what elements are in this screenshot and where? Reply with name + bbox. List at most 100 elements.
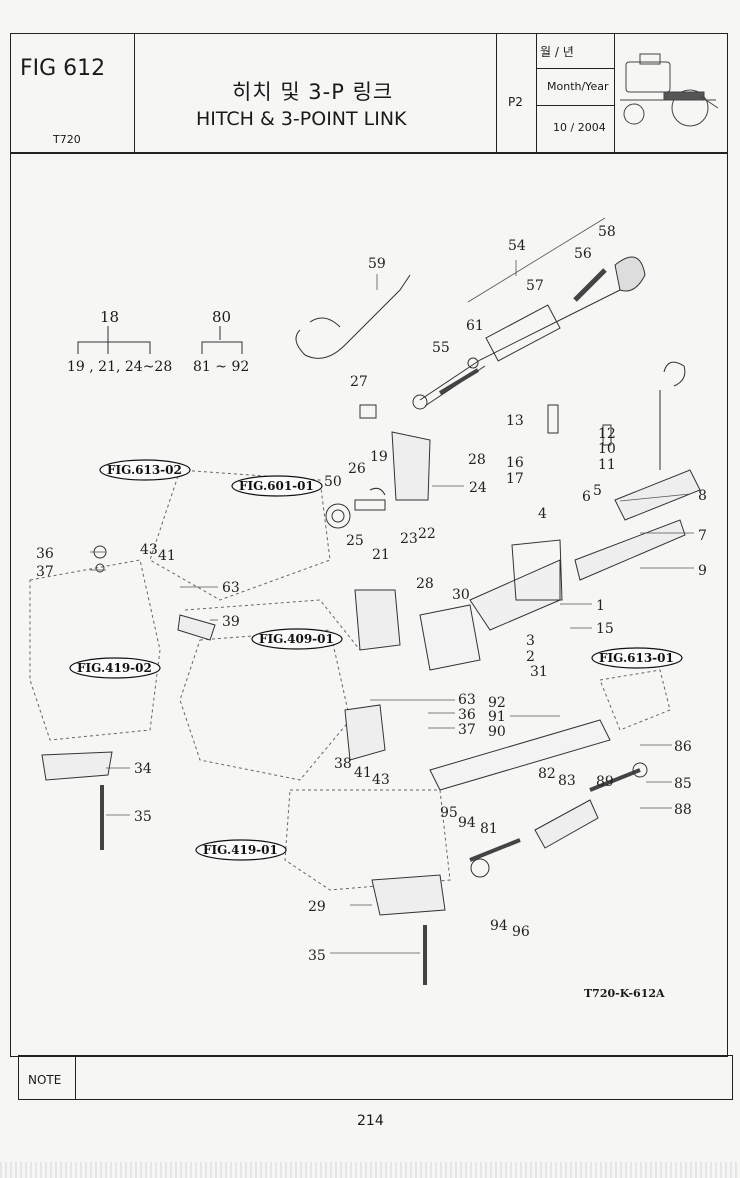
kit-group-18-range: 19 , 21, 24~28 bbox=[67, 359, 173, 375]
figure-reference: FIG.409-01 bbox=[251, 628, 343, 650]
part-callout: 17 bbox=[506, 471, 524, 487]
part-callout: 28 bbox=[468, 452, 486, 468]
header-divider bbox=[536, 68, 614, 69]
scan-artifact bbox=[0, 1162, 740, 1178]
part-callout: 41 bbox=[158, 548, 176, 564]
part-callout: 35 bbox=[134, 809, 152, 825]
part-callout: 34 bbox=[134, 761, 152, 777]
month-year-label: Month/Year bbox=[547, 80, 609, 93]
part-callout: 3 bbox=[526, 633, 535, 649]
part-callout: 43 bbox=[140, 542, 158, 558]
model-code: T720 bbox=[53, 133, 81, 146]
part-callout: 35 bbox=[308, 948, 326, 964]
part-callout: 95 bbox=[440, 805, 458, 821]
part-callout: 81 bbox=[480, 821, 498, 837]
kit-group-80-range: 81 ~ 92 bbox=[193, 359, 250, 375]
part-callout: 39 bbox=[222, 614, 240, 630]
note-divider bbox=[75, 1056, 76, 1099]
part-callout: 22 bbox=[418, 526, 436, 542]
part-callout: 2 bbox=[526, 649, 535, 665]
part-callout: 30 bbox=[452, 587, 470, 603]
header-divider bbox=[496, 34, 497, 153]
part-callout: 11 bbox=[598, 457, 616, 473]
part-callout: 16 bbox=[506, 455, 524, 471]
svg-text:FIG.419-01: FIG.419-01 bbox=[203, 843, 278, 857]
page-code: P2 bbox=[508, 95, 523, 109]
part-callout: 90 bbox=[488, 724, 506, 740]
revision-date: 10 / 2004 bbox=[553, 121, 606, 134]
header-frame bbox=[10, 33, 728, 154]
part-callout: 96 bbox=[512, 924, 530, 940]
part-callout: 15 bbox=[596, 621, 614, 637]
part-callout: 19 bbox=[370, 449, 388, 465]
svg-text:FIG.601-01: FIG.601-01 bbox=[239, 479, 314, 493]
part-callout: 91 bbox=[488, 709, 506, 725]
illustration-code: T720-K-612A bbox=[584, 987, 665, 1000]
part-callout: 88 bbox=[674, 802, 692, 818]
svg-text:FIG.613-02: FIG.613-02 bbox=[107, 463, 182, 477]
part-callout: 5 bbox=[593, 483, 602, 499]
part-callout: 89 bbox=[596, 774, 614, 790]
part-callout: 31 bbox=[530, 664, 548, 680]
part-callout: 27 bbox=[350, 374, 368, 390]
part-callout: 26 bbox=[348, 461, 366, 477]
part-callout: 28 bbox=[416, 576, 434, 592]
header-divider bbox=[614, 34, 615, 153]
part-callout: 7 bbox=[698, 528, 707, 544]
month-year-label-korean: 월 / 년 bbox=[540, 45, 574, 59]
header-divider bbox=[536, 105, 614, 106]
part-callout: 4 bbox=[538, 506, 547, 522]
part-callout: 36 bbox=[36, 546, 54, 562]
kit-group-80-label: 80 bbox=[212, 308, 232, 326]
part-callout: 36 bbox=[458, 707, 476, 723]
part-callout: 86 bbox=[674, 739, 692, 755]
part-callout: 82 bbox=[538, 766, 556, 782]
part-callout: 29 bbox=[308, 899, 326, 915]
part-callout: 12 bbox=[598, 426, 616, 442]
svg-text:FIG.613-01: FIG.613-01 bbox=[599, 651, 674, 665]
part-callout: 8 bbox=[698, 488, 707, 504]
part-callout: 59 bbox=[368, 256, 386, 272]
svg-text:FIG.419-02: FIG.419-02 bbox=[77, 661, 152, 675]
part-callout: 54 bbox=[508, 238, 526, 254]
part-callout: 23 bbox=[400, 531, 418, 547]
part-callout: 57 bbox=[526, 278, 544, 294]
part-callout: 24 bbox=[469, 480, 487, 496]
page-title-korean: 히치 및 3-P 링크 bbox=[232, 80, 394, 104]
part-callout: 85 bbox=[674, 776, 692, 792]
part-callout: 37 bbox=[458, 722, 476, 738]
figure-reference: FIG.419-02 bbox=[69, 657, 161, 679]
note-label: NOTE bbox=[28, 1073, 62, 1087]
part-callout: 94 bbox=[490, 918, 508, 934]
part-callout: 63 bbox=[222, 580, 240, 596]
part-callout: 41 bbox=[354, 765, 372, 781]
part-callout: 37 bbox=[36, 564, 54, 580]
part-callout: 9 bbox=[698, 563, 707, 579]
figure-reference: FIG.601-01 bbox=[231, 475, 323, 497]
part-callout: 1 bbox=[596, 598, 605, 614]
part-callout: 25 bbox=[346, 533, 364, 549]
figure-reference: FIG.419-01 bbox=[195, 839, 287, 861]
part-callout: 58 bbox=[598, 224, 616, 240]
diagram-frame bbox=[10, 152, 728, 1057]
part-callout: 56 bbox=[574, 246, 592, 262]
part-callout: 21 bbox=[372, 547, 390, 563]
kit-group-18-label: 18 bbox=[100, 308, 120, 326]
header-divider bbox=[536, 34, 537, 153]
part-callout: 55 bbox=[432, 340, 450, 356]
part-callout: 38 bbox=[334, 756, 352, 772]
part-callout: 83 bbox=[558, 773, 576, 789]
part-callout: 6 bbox=[582, 489, 591, 505]
part-callout: 61 bbox=[466, 318, 484, 334]
svg-text:FIG.409-01: FIG.409-01 bbox=[259, 632, 334, 646]
fig-number: FIG 612 bbox=[20, 56, 106, 81]
part-callout: 13 bbox=[506, 413, 524, 429]
header-divider bbox=[134, 34, 135, 153]
part-callout: 10 bbox=[598, 441, 616, 457]
page-title: HITCH & 3-POINT LINK bbox=[196, 108, 407, 130]
part-callout: 50 bbox=[324, 474, 342, 490]
part-callout: 43 bbox=[372, 772, 390, 788]
figure-reference: FIG.613-02 bbox=[99, 459, 191, 481]
figure-reference: FIG.613-01 bbox=[591, 647, 683, 669]
